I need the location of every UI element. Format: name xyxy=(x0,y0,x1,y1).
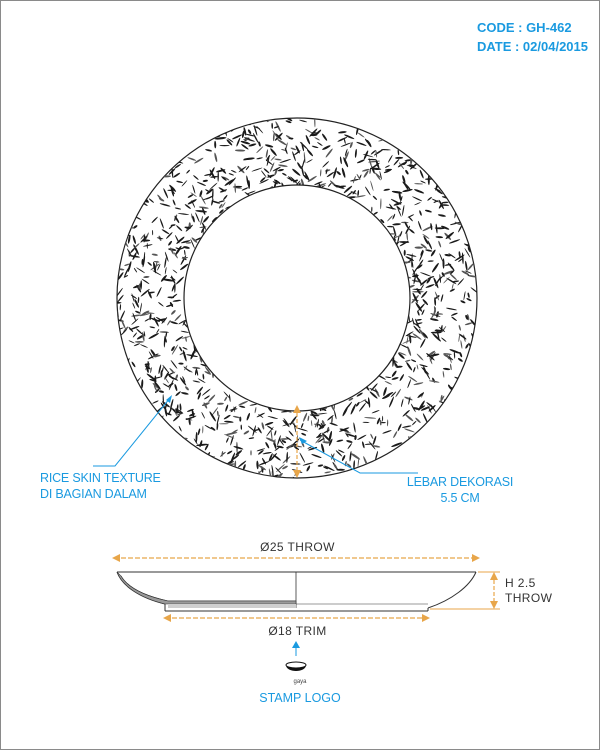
height-label-line2: THROW xyxy=(505,591,553,605)
diameter-throw-dimension xyxy=(112,554,480,562)
plate-top-view xyxy=(112,116,480,483)
texture-callout-line2: DI BAGIAN DALAM xyxy=(40,487,147,501)
stamp-logo-label: STAMP LOGO xyxy=(259,691,341,705)
width-callout-line2: 5.5 CM xyxy=(440,491,480,505)
document-meta: CODE : GH-462 DATE : 02/04/2015 xyxy=(477,18,588,56)
width-callout-line1: LEBAR DEKORASI xyxy=(406,475,514,489)
texture-callout-line1: RICE SKIN TEXTURE xyxy=(40,471,161,485)
plate-side-view xyxy=(116,571,477,612)
width-callout: LEBAR DEKORASI 5.5 CM xyxy=(405,474,515,506)
height-label: H 2.5 THROW xyxy=(505,576,552,606)
stamp-brand-text: gaya xyxy=(293,679,307,685)
diameter-throw-label: Ø25 THROW xyxy=(260,540,335,554)
date-label: DATE : 02/04/2015 xyxy=(476,39,588,54)
texture-callout: RICE SKIN TEXTURE DI BAGIAN DALAM xyxy=(40,470,161,502)
code-label: CODE : GH-462 xyxy=(476,20,572,35)
height-label-line1: H 2.5 xyxy=(505,576,536,590)
decoration-width-dimension xyxy=(293,405,301,478)
callout-leaders xyxy=(93,395,418,474)
stamp-logo xyxy=(285,641,307,671)
height-dimension xyxy=(430,571,500,610)
plate-inner-well xyxy=(183,184,411,412)
diameter-trim-dimension xyxy=(163,614,430,622)
diameter-trim-label: Ø18 TRIM xyxy=(268,624,327,638)
